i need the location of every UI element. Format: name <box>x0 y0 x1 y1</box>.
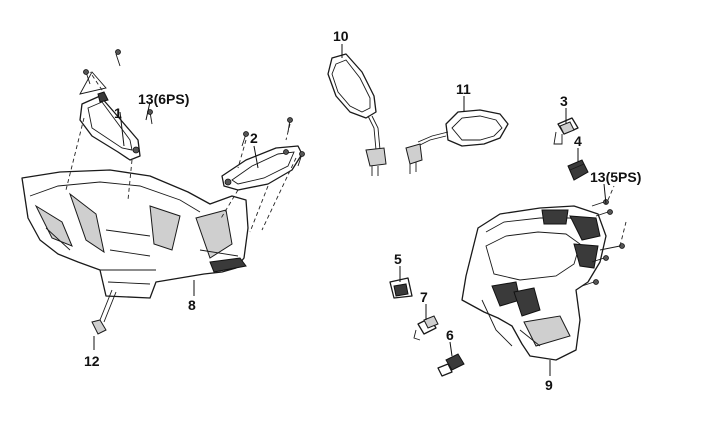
right-indicator-lens-icon <box>221 145 303 191</box>
clip-bracket <box>79 71 107 95</box>
callout-11: 11 <box>456 81 471 97</box>
rear-handlebar-cover-icon <box>461 205 607 361</box>
switch-connector-icon <box>553 117 579 145</box>
left-indicator-lens-icon <box>79 91 141 161</box>
right-mirror-icon <box>405 109 509 174</box>
callout-5: 5 <box>394 251 402 267</box>
bolt-icon <box>91 289 117 335</box>
bulb-socket-icon <box>437 353 465 377</box>
front-handlebar-cover-icon <box>21 169 249 299</box>
leader-lines <box>93 44 607 376</box>
callout-2: 2 <box>250 130 258 146</box>
switch-connector-icon <box>567 159 589 181</box>
callout-13-6ps: 13(6PS) <box>138 91 189 107</box>
left-mirror-icon <box>327 53 387 176</box>
callout-6: 6 <box>446 327 454 343</box>
callout-3: 3 <box>560 93 568 109</box>
callout-1: 1 <box>114 105 122 121</box>
callout-labels: 1 13(6PS) 2 10 11 3 4 13(5PS) 5 7 6 8 9 … <box>84 28 641 393</box>
switch-block-icon <box>389 277 413 299</box>
callout-8: 8 <box>188 297 196 313</box>
callout-4: 4 <box>574 133 582 149</box>
callout-12: 12 <box>84 353 100 369</box>
assembly-line <box>65 71 269 233</box>
assembly-line <box>607 185 627 247</box>
callout-10: 10 <box>333 28 349 44</box>
callout-13-5ps: 13(5PS) <box>590 169 641 185</box>
callout-9: 9 <box>545 377 553 393</box>
callout-7: 7 <box>420 289 428 305</box>
